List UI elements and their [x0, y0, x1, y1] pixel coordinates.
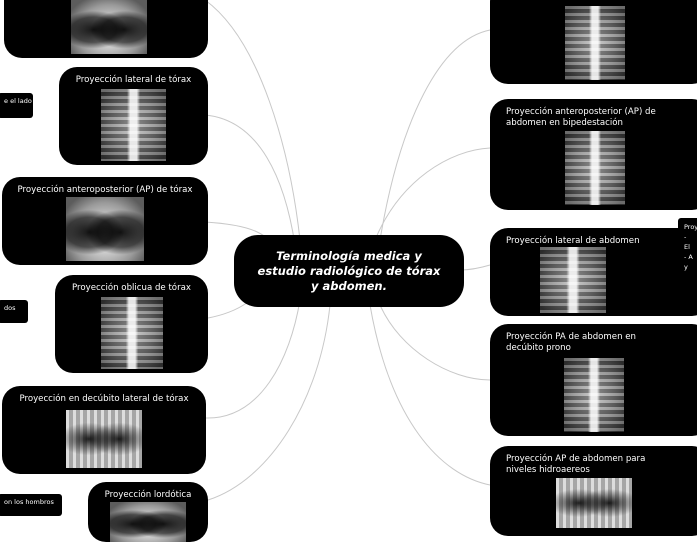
node-left-4[interactable]: Proyección en decúbito lateral de tórax — [2, 386, 206, 474]
node-left-2[interactable]: Proyección anteroposterior (AP) de tórax — [2, 177, 208, 265]
node-right-4[interactable]: Proyección AP de abdomen para niveles hi… — [490, 446, 697, 536]
node-right-0[interactable] — [490, 0, 697, 84]
node-right-4-label: Proyección AP de abdomen para niveles hi… — [506, 454, 646, 475]
note-left-2[interactable]: dos — [0, 300, 28, 323]
node-right-2-label: Proyección lateral de abdomen — [506, 236, 640, 246]
xray-thumbnail — [71, 0, 147, 54]
note-right-1-line4: y ve — [684, 263, 688, 271]
node-right-1-label: Proyección anteroposterior (AP) de abdom… — [506, 107, 656, 128]
connector-lines — [204, 0, 491, 501]
xray-thumbnail — [110, 502, 186, 542]
note-left-3-text: on los hombros — [4, 498, 54, 506]
link-right-0 — [379, 29, 491, 241]
link-left-0 — [204, 0, 301, 241]
link-left-4 — [204, 299, 301, 419]
node-left-5[interactable]: Proyección lordótica — [88, 482, 208, 542]
link-right-4 — [369, 304, 491, 486]
note-left-2-text: dos — [4, 304, 16, 312]
note-right-1[interactable]: Proy - El - A y ve — [678, 218, 697, 272]
node-right-1[interactable]: Proyección anteroposterior (AP) de abdom… — [490, 99, 697, 210]
node-left-3[interactable]: Proyección oblicua de tórax — [55, 275, 208, 373]
link-right-2 — [459, 264, 491, 271]
note-right-1-line3: - A — [684, 253, 693, 261]
xray-thumbnail — [66, 197, 144, 261]
note-left-1[interactable]: e el lado — [0, 93, 33, 118]
link-left-5 — [207, 304, 331, 501]
link-right-3 — [379, 304, 491, 381]
note-right-1-line2: - El — [684, 233, 690, 251]
node-left-0[interactable] — [4, 0, 208, 58]
node-left-3-label: Proyección oblicua de tórax — [72, 283, 191, 293]
node-right-3[interactable]: Proyección PA de abdomen en decúbito pro… — [490, 324, 697, 436]
node-left-2-label: Proyección anteroposterior (AP) de tórax — [17, 185, 193, 195]
xray-thumbnail — [540, 247, 606, 313]
note-left-1-text: e el lado — [4, 97, 32, 105]
node-left-5-label: Proyección lordótica — [104, 490, 192, 500]
note-right-1-line1: Proy — [684, 223, 697, 231]
node-left-1[interactable]: Proyección lateral de tórax — [59, 67, 208, 165]
node-left-1-label: Proyección lateral de tórax — [75, 75, 192, 85]
xray-thumbnail — [101, 89, 166, 161]
xray-thumbnail — [564, 358, 624, 432]
node-right-2[interactable]: Proyección lateral de abdomen — [490, 228, 697, 316]
xray-thumbnail — [66, 410, 142, 468]
xray-thumbnail — [565, 6, 625, 80]
link-left-1 — [204, 114, 296, 246]
xray-thumbnail — [556, 478, 632, 528]
node-right-3-label: Proyección PA de abdomen en decúbito pro… — [506, 332, 637, 353]
xray-thumbnail — [101, 297, 163, 369]
link-right-1 — [374, 147, 491, 241]
note-left-3[interactable]: on los hombros — [0, 494, 62, 516]
central-topic[interactable]: Terminología medica y estudio radiológic… — [234, 235, 464, 307]
node-left-4-label: Proyección en decúbito lateral de tórax — [19, 394, 189, 404]
xray-thumbnail — [565, 131, 625, 205]
